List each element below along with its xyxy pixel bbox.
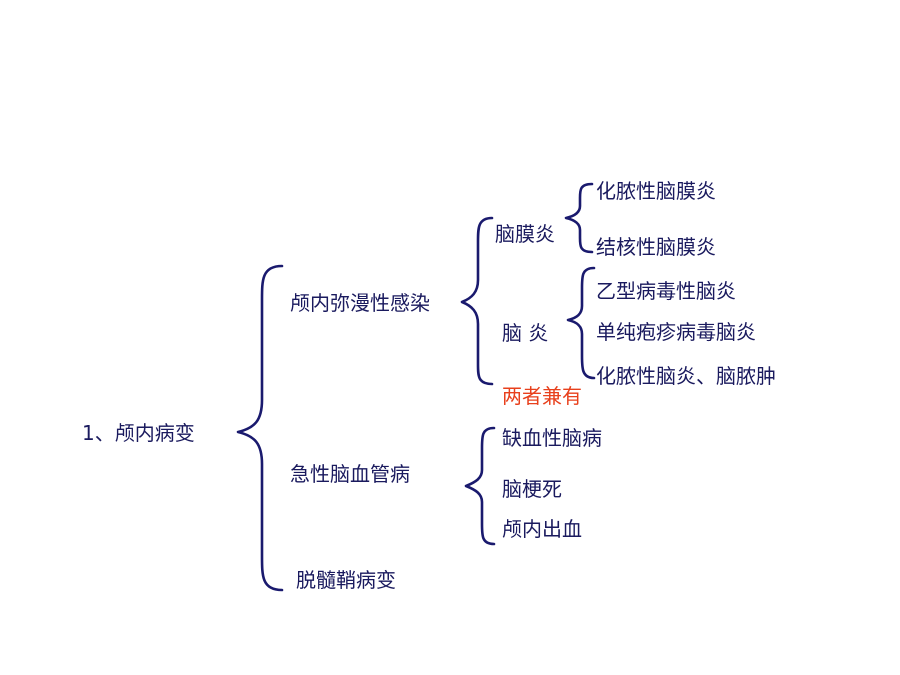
vascular-item: 缺血性脑病 xyxy=(502,426,602,450)
vascular-node: 急性脑血管病 xyxy=(290,462,410,486)
both-node: 两者兼有 xyxy=(502,384,582,408)
meningitis-brace xyxy=(564,182,594,254)
encephalitis-item: 化脓性脑炎、脑脓肿 xyxy=(596,364,776,388)
encephalitis-item: 单纯疱疹病毒脑炎 xyxy=(596,320,756,344)
infection-node: 颅内弥漫性感染 xyxy=(290,291,430,315)
encephalitis-item: 乙型病毒性脑炎 xyxy=(596,279,736,303)
demyelinating-node: 脱髓鞘病变 xyxy=(296,568,396,592)
vascular-item: 脑梗死 xyxy=(502,477,562,501)
root-node: 1、颅内病变 xyxy=(82,421,195,445)
vascular-item: 颅内出血 xyxy=(502,517,582,541)
meningitis-node: 脑膜炎 xyxy=(495,222,555,246)
encephalitis-brace xyxy=(566,266,596,380)
meningitis-item: 结核性脑膜炎 xyxy=(596,235,716,259)
vascular-brace xyxy=(464,426,496,546)
infection-brace xyxy=(460,216,494,386)
root-brace xyxy=(236,264,284,592)
encephalitis-node: 脑 炎 xyxy=(502,321,549,345)
meningitis-item: 化脓性脑膜炎 xyxy=(596,179,716,203)
